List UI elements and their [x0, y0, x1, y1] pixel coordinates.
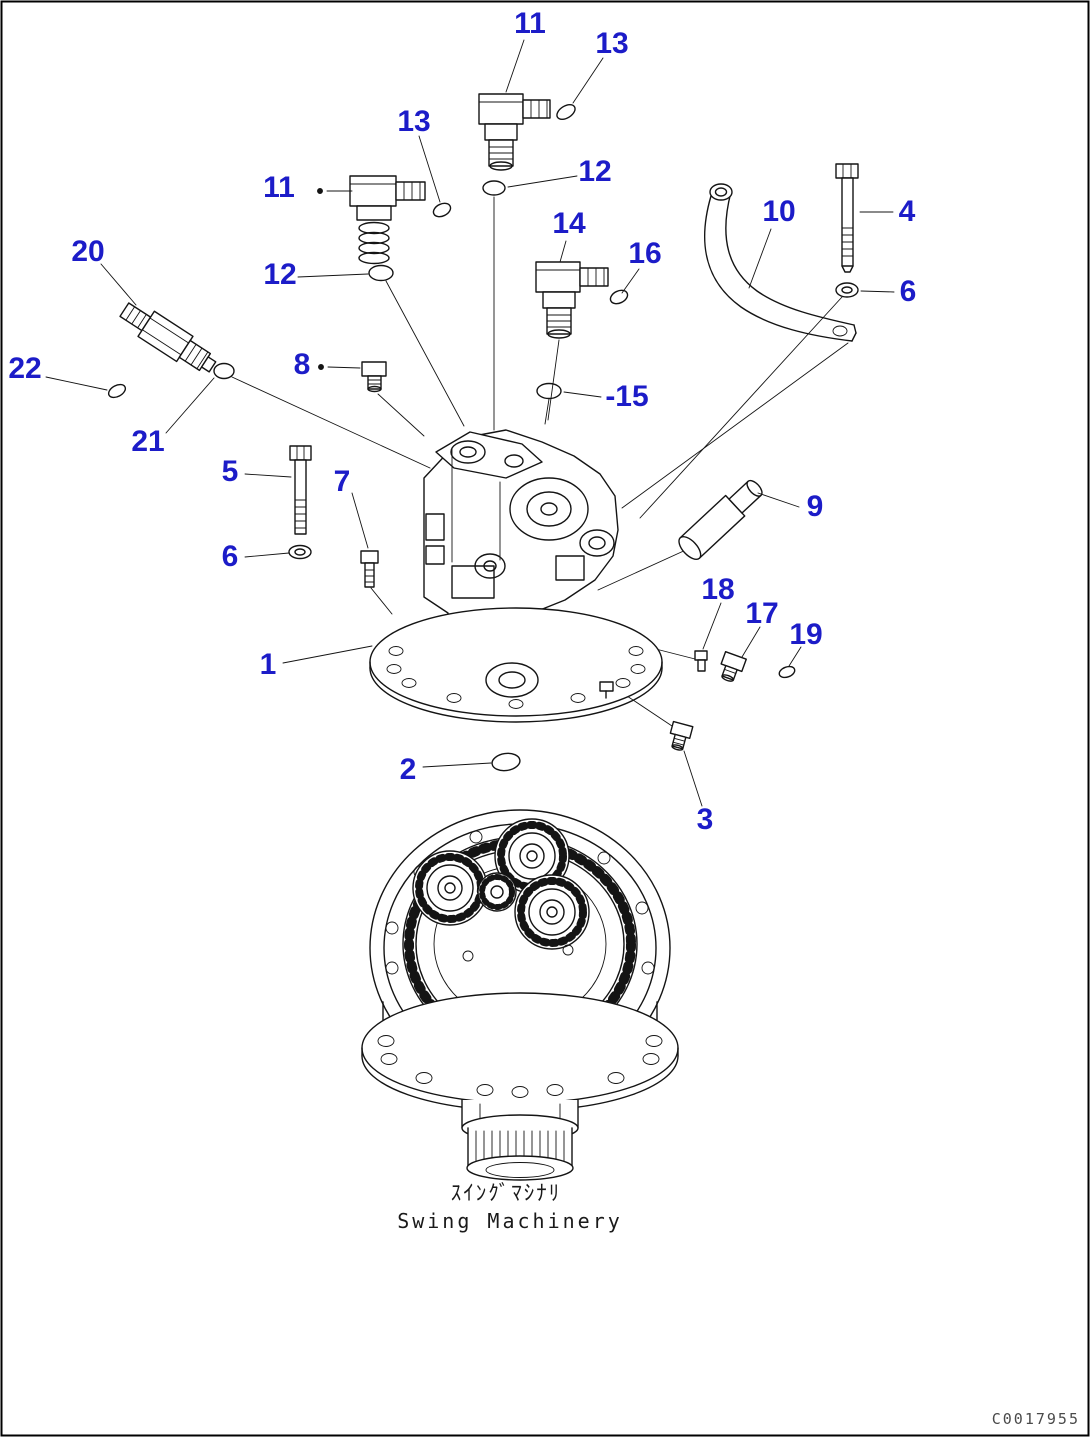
- o-ring-19: [778, 665, 796, 679]
- o-ring-21: [213, 362, 235, 380]
- callout-13-a: 13: [595, 27, 628, 60]
- callout-11-b: 11: [263, 171, 295, 204]
- plug-18: [694, 650, 708, 672]
- o-ring-13-top: [556, 103, 576, 121]
- callout-1: 1: [260, 648, 277, 681]
- callout-9: 9: [807, 490, 824, 523]
- o-ring-16: [609, 289, 629, 305]
- elbow-fitting-11-left: [349, 175, 426, 265]
- callout-12-b: 12: [263, 258, 296, 291]
- plug-8: [361, 361, 387, 393]
- callout-15: -15: [605, 380, 648, 413]
- o-ring-12-left: [368, 264, 394, 282]
- callout-10: 10: [762, 195, 795, 228]
- caption-japanese: ｽｲﾝｸﾞﾏｼﾅﾘ: [451, 1181, 562, 1205]
- callout-22: 22: [8, 352, 41, 385]
- callout-6-b: 6: [222, 540, 239, 573]
- screw-7: [360, 550, 379, 588]
- callout-4: 4: [899, 195, 916, 228]
- plug-3: [669, 720, 694, 751]
- bracket-10: [704, 183, 857, 342]
- callout-3: 3: [697, 803, 714, 836]
- callout-11-a: 11: [514, 7, 546, 40]
- elbow-fitting-11-top: [478, 93, 551, 171]
- planet-gear-right: [514, 874, 590, 950]
- washer-6-right: [835, 282, 859, 298]
- fitting-17: [720, 650, 747, 682]
- o-ring-15: [536, 382, 562, 400]
- callout-21: 21: [131, 425, 164, 458]
- callout-17: 17: [745, 597, 778, 630]
- sun-gear: [477, 872, 517, 912]
- callout-5: 5: [222, 455, 239, 488]
- callout-19: 19: [789, 618, 822, 651]
- callout-16: 16: [628, 237, 661, 270]
- swing-motor-1: [369, 429, 663, 723]
- callout-20: 20: [71, 235, 104, 268]
- callout-6-a: 6: [900, 275, 917, 308]
- fitting-20: [119, 302, 217, 373]
- washer-6-left: [288, 544, 312, 560]
- callout-14: 14: [552, 207, 586, 240]
- doc-code: C0017955: [992, 1410, 1080, 1428]
- caption-english: Swing Machinery: [397, 1209, 623, 1233]
- bolt-4: [835, 163, 859, 273]
- callout-labels: 11 13 13 11 12 14 10 4 16 20 12 6 22 8 -…: [8, 7, 916, 836]
- bolt-5: [289, 445, 312, 535]
- o-ring-2: [491, 752, 521, 772]
- callout-18: 18: [701, 573, 734, 606]
- callout-8: 8: [294, 348, 311, 381]
- o-ring-12-top: [482, 180, 506, 196]
- o-ring-13-mid: [432, 202, 452, 218]
- spring-coil: [358, 221, 390, 265]
- o-ring-22: [107, 383, 127, 399]
- callout-12-a: 12: [578, 155, 611, 188]
- callout-13-b: 13: [397, 105, 430, 138]
- planet-gear-left: [412, 850, 488, 926]
- callout-7: 7: [334, 465, 351, 498]
- pipe-9: [678, 479, 763, 561]
- callout-2: 2: [400, 753, 417, 786]
- swing-machinery: [361, 809, 679, 1181]
- elbow-fitting-14: [535, 261, 609, 339]
- leader-lines: [45, 39, 895, 807]
